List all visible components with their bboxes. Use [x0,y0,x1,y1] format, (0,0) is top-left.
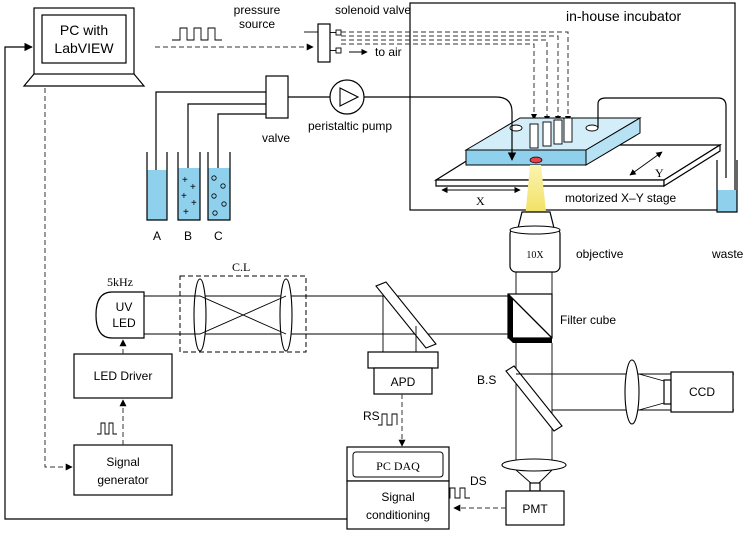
waste-container [716,160,738,213]
svg-text:+: + [190,182,196,193]
reservoir-b: + + + + + [177,152,201,221]
pmt-label: PMT [522,502,548,516]
pmt-box [505,490,565,526]
reservoir-b-label: B [184,229,192,243]
signal-conditioning-line2: conditioning [366,508,430,522]
beam-splitter-label: B.S [477,373,496,387]
signal-conditioning-box [346,480,450,530]
pc-daq-inner [352,451,444,478]
signal-conditioning-line1: Signal [381,490,414,504]
uv-led-line1: UV [116,300,133,314]
to-air-label: to air [375,45,402,59]
apd-box [373,367,433,395]
peristaltic-pump-label: peristaltic pump [308,119,392,133]
solenoid-valve-label: solenoid valve [335,3,411,17]
pmt-focus-rays [515,469,553,485]
reservoir-a [146,152,168,221]
apd-label: APD [391,375,416,389]
ccd-camera [670,371,734,413]
filter-cube [507,293,553,343]
ccd-focus-rays [638,373,665,411]
svg-text:+: + [181,191,187,202]
pc-to-generator-line [44,88,73,471]
valve-icon [265,75,289,119]
beam-splitter [505,365,563,432]
objective-label: objective [576,247,624,261]
ccd-window [663,379,672,405]
signal-generator-line2: generator [97,473,148,487]
x-axis-label: X [476,194,485,208]
signal-generator-box [73,444,173,496]
peristaltic-pump-icon [329,79,365,115]
droplet [529,156,543,164]
y-axis-arrow [629,151,663,176]
ccd-label: CCD [689,385,715,399]
microfluidic-chip [464,117,642,166]
led-driver-label: LED Driver [94,369,153,383]
objective-magnification: 10X [526,250,544,261]
pressure-lines [341,31,571,128]
pc-daq-label: PC DAQ [376,459,420,473]
frequency-label: 5kHz [107,275,133,289]
condenser-rays [144,295,287,335]
pc-label-line2: LabVIEW [54,40,114,56]
svg-text:+: + [182,175,188,186]
y-axis-label: Y [655,166,664,180]
led-driver-box [73,353,173,399]
tubing [155,91,727,192]
control-pulse-icon [172,27,222,41]
ccd-lens [624,359,640,425]
waste-label: waste [711,247,744,261]
feedback-line [4,42,347,520]
uv-led-line2: LED [112,316,136,330]
apd-window [367,351,439,369]
pressure-source-line2: source [239,17,275,31]
condenser-lens-2 [279,278,293,352]
ds-label: DS [470,474,487,488]
svg-text:+: + [191,198,197,209]
svg-text:+: + [183,207,189,218]
generator-pulse-icon [97,422,117,435]
incubator-label: in-house incubator [566,8,682,24]
solenoid-valve [304,23,342,63]
objective-lens: 10X [509,211,561,273]
valve-label: valve [262,131,290,145]
pc-computer: PC with LabVIEW [22,7,146,87]
signal-generator-line1: Signal [106,455,139,469]
stage-label: motorized X–Y stage [565,191,677,205]
rs-pulse-icon [378,413,398,426]
filter-cube-label: Filter cube [560,313,616,327]
reservoir-c [207,152,231,221]
pmt-window [529,482,541,492]
pmt-lens [501,458,567,472]
dichroic-mirror [375,281,437,349]
pressure-source-line1: pressure [234,3,281,17]
rs-label: RS [363,409,380,423]
pc-label-line1: PC with [60,22,108,38]
reservoir-c-label: C [214,229,223,243]
condenser-lens-box [179,275,307,353]
uv-led: UV LED [95,291,145,339]
reservoir-a-label: A [153,229,161,243]
condenser-lens-label: C.L [232,260,250,274]
condenser-lens-1 [193,278,207,352]
ds-pulse-icon [446,487,470,499]
